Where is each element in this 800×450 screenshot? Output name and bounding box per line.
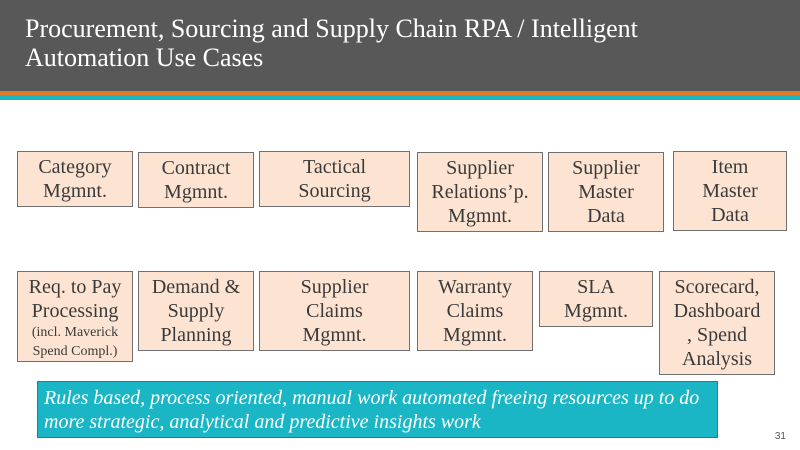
use-case-text: Mgmnt. — [164, 181, 228, 203]
use-case-text: Supplier — [300, 276, 369, 298]
use-case-text: Mgmnt. — [302, 324, 367, 346]
header-orange-stripe — [0, 91, 800, 95]
slide-title: Procurement, Sourcing and Supply Chain R… — [25, 14, 785, 72]
page-number: 31 — [774, 431, 786, 442]
use-case-text: Req. to Pay — [28, 276, 122, 298]
use-case-subtext: (incl. Maverick — [31, 325, 119, 340]
use-case-subtext: Spend Compl.) — [32, 344, 118, 359]
use-case-scorecard-dashboard-spend: Scorecard, Dashboard , Spend Analysis — [659, 271, 775, 375]
slide-title-line-2: Automation Use Cases — [25, 43, 264, 72]
use-case-text: Mgmnt. — [443, 324, 507, 346]
use-case-text: Dashboard — [673, 300, 761, 322]
slide-header: Procurement, Sourcing and Supply Chain R… — [0, 0, 800, 91]
summary-note-line-1: Rules based, process oriented, manual wo… — [44, 387, 700, 409]
slide-title-line-1: Procurement, Sourcing and Supply Chain R… — [25, 14, 638, 43]
use-case-text: Data — [711, 204, 749, 226]
use-case-supplier-relationship-mgmnt: Supplier Relations’p. Mgmnt. — [417, 152, 543, 232]
use-case-tactical-sourcing: Tactical Sourcing — [259, 151, 410, 207]
use-case-sla-mgmnt: SLA Mgmnt. — [539, 271, 653, 327]
use-case-text: Claims — [306, 300, 363, 322]
use-case-warranty-claims-mgmnt: Warranty Claims Mgmnt. — [417, 271, 533, 351]
use-case-text: Supplier — [446, 157, 514, 179]
use-case-text: , Spend — [687, 324, 747, 346]
use-case-text: Mgmnt. — [43, 180, 107, 202]
use-case-contract-mgmnt: Contract Mgmnt. — [138, 152, 254, 208]
use-case-text: Master — [578, 181, 634, 203]
use-case-text: Claims — [446, 300, 504, 322]
use-case-text: Scorecard, — [674, 276, 760, 298]
use-case-text: Data — [587, 205, 625, 227]
use-case-text: Contract — [161, 157, 231, 179]
use-case-text: Processing — [31, 300, 119, 322]
use-case-supplier-master-data: Supplier Master Data — [548, 152, 664, 232]
summary-note: Rules based, process oriented, manual wo… — [37, 381, 718, 438]
use-case-text: Master — [702, 180, 758, 202]
use-case-text: Mgmnt. — [448, 205, 512, 227]
use-case-text: Analysis — [682, 348, 752, 370]
use-case-text: Supply — [167, 300, 225, 322]
header-teal-stripe — [0, 95, 800, 100]
use-case-text: Sourcing — [298, 180, 371, 202]
use-case-text: Demand & — [151, 276, 241, 298]
use-case-text: Category — [38, 156, 112, 178]
use-case-text: Tactical — [303, 156, 366, 178]
use-case-text: SLA — [577, 276, 615, 298]
use-case-text: Planning — [160, 324, 232, 346]
use-case-category-mgmnt: Category Mgmnt. — [17, 151, 133, 207]
use-case-item-master-data: Item Master Data — [673, 151, 787, 231]
use-case-text: Mgmnt. — [564, 300, 628, 322]
use-case-text: Item — [711, 156, 749, 178]
use-case-text: Relations’p. — [431, 181, 529, 203]
use-case-text: Supplier — [572, 157, 640, 179]
use-case-supplier-claims-mgmnt: Supplier Claims Mgmnt. — [259, 271, 410, 351]
use-case-req-to-pay: Req. to Pay Processing (incl. Maverick S… — [17, 271, 133, 362]
use-case-text: Warranty — [438, 276, 512, 298]
summary-note-line-2: more strategic, analytical and predictiv… — [44, 411, 481, 433]
use-case-demand-supply-planning: Demand & Supply Planning — [138, 271, 254, 351]
